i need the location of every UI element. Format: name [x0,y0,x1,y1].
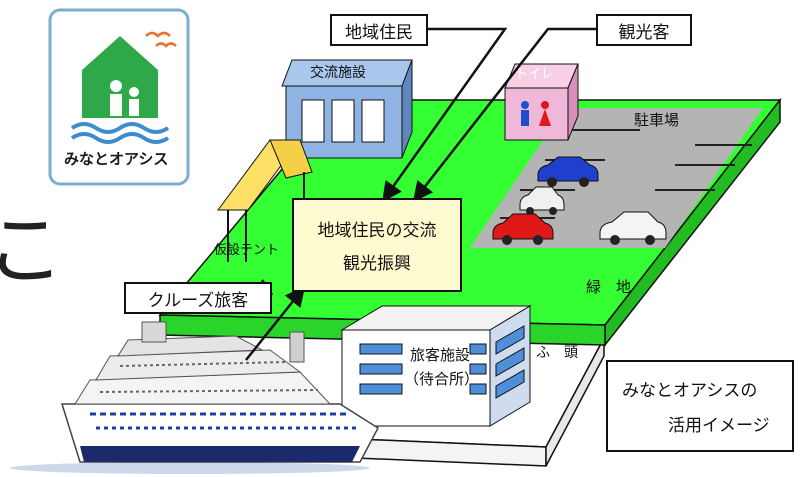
passenger-terminal [340,305,532,427]
label-tent: 仮設テント [214,243,280,258]
toilet-building [504,63,579,141]
car-white [599,211,667,245]
minato-oasis-logo [48,8,190,186]
label-toilet: トイレ [515,67,555,82]
label-parking: 駐車場 [634,111,680,129]
label-exchange-facility: 交流施設 [310,65,366,81]
exchange-facility-building [281,59,413,159]
label-pier: ふ 頭 [536,345,578,361]
car-blue [537,156,599,187]
temporary-tent [217,139,313,262]
center-line-2: 観光振興 [343,254,411,274]
cruise-ship [10,321,379,474]
callout-tourists: 観光客 [596,14,692,46]
car-white-small [519,186,565,215]
callout-residents: 地域住民 [330,14,428,46]
caption-line-1: みなとオアシスの [622,381,758,401]
center-line-1: 地域住民の交流 [317,221,437,241]
logo-text: みなとオアシス [64,150,169,168]
car-red [492,213,554,245]
label-green-space: 緑 地 [586,278,632,296]
caption-box: みなとオアシスの 活用イメージ [606,360,794,452]
caption-line-2: 活用イメージ [668,416,770,436]
label-terminal-line1: 旅客施設 [410,346,471,364]
label-terminal-line2: （待合所） [404,370,480,388]
partial-glyph: こ [0,206,65,296]
callout-cruise: クルーズ旅客 [124,282,272,314]
center-message-box: 地域住民の交流 観光振興 [292,198,462,292]
